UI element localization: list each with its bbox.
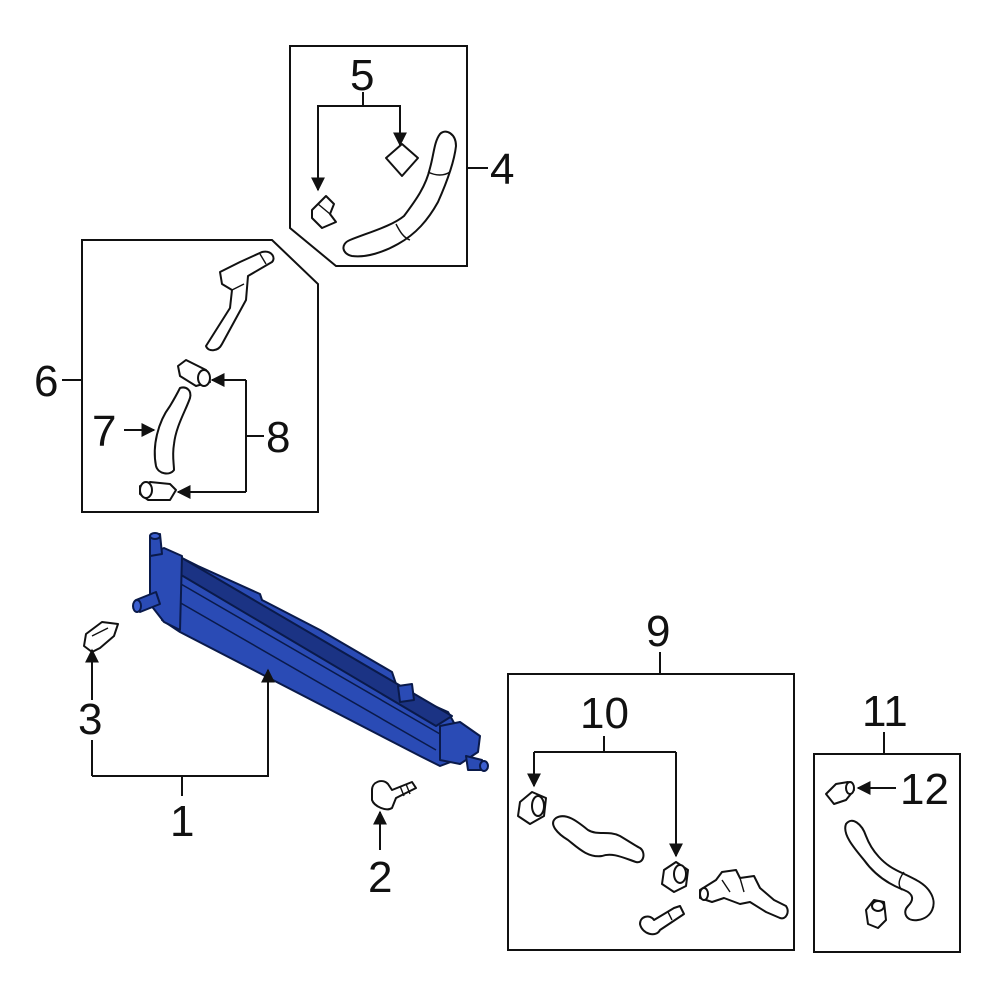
- callout-5[interactable]: 5: [350, 51, 374, 100]
- hose-clamp-icon[interactable]: [865, 899, 887, 929]
- hose-clamp-icon[interactable]: [385, 143, 419, 177]
- callout-7[interactable]: 7: [92, 407, 116, 456]
- hose-clamp-icon[interactable]: [661, 861, 689, 893]
- callout-8[interactable]: 8: [266, 413, 290, 462]
- hose-clamp-icon[interactable]: [311, 195, 337, 229]
- hose-clamp-icon[interactable]: [139, 481, 177, 501]
- callout-3[interactable]: 3: [78, 695, 102, 744]
- callout-4[interactable]: 4: [490, 145, 514, 194]
- upper-hose-icon[interactable]: [342, 130, 457, 258]
- coolant-hose-icon[interactable]: [552, 815, 645, 864]
- group-box-9: 9 10: [507, 607, 795, 951]
- callout-12[interactable]: 12: [900, 765, 949, 814]
- callout-6[interactable]: 6: [34, 357, 58, 406]
- box-outline-9: [507, 673, 795, 951]
- pipe-fitting-icon[interactable]: [699, 869, 789, 920]
- hose-clamp-icon[interactable]: [825, 781, 855, 805]
- group-box-4: 4 5: [289, 45, 514, 267]
- bolt-icon[interactable]: [639, 905, 685, 936]
- group-box-6: 6 7 8: [34, 239, 319, 513]
- callout-11[interactable]: 11: [862, 687, 908, 736]
- callout-2[interactable]: 2: [368, 853, 392, 902]
- hose-clamp-icon[interactable]: [177, 359, 211, 387]
- bolt-icon[interactable]: [371, 780, 417, 811]
- hose-clamp-icon[interactable]: [517, 791, 547, 825]
- callout-10[interactable]: 10: [580, 689, 629, 738]
- coolant-hose-icon[interactable]: [153, 386, 192, 475]
- callout-9[interactable]: 9: [646, 607, 670, 656]
- mount-bracket-icon[interactable]: [83, 621, 119, 653]
- callout-1[interactable]: 1: [170, 797, 194, 846]
- group-box-11: 11 12: [813, 687, 961, 953]
- coolant-pipe-icon[interactable]: [205, 250, 275, 352]
- coolant-hose-icon[interactable]: [844, 819, 935, 922]
- radiator-assembly[interactable]: [132, 532, 489, 772]
